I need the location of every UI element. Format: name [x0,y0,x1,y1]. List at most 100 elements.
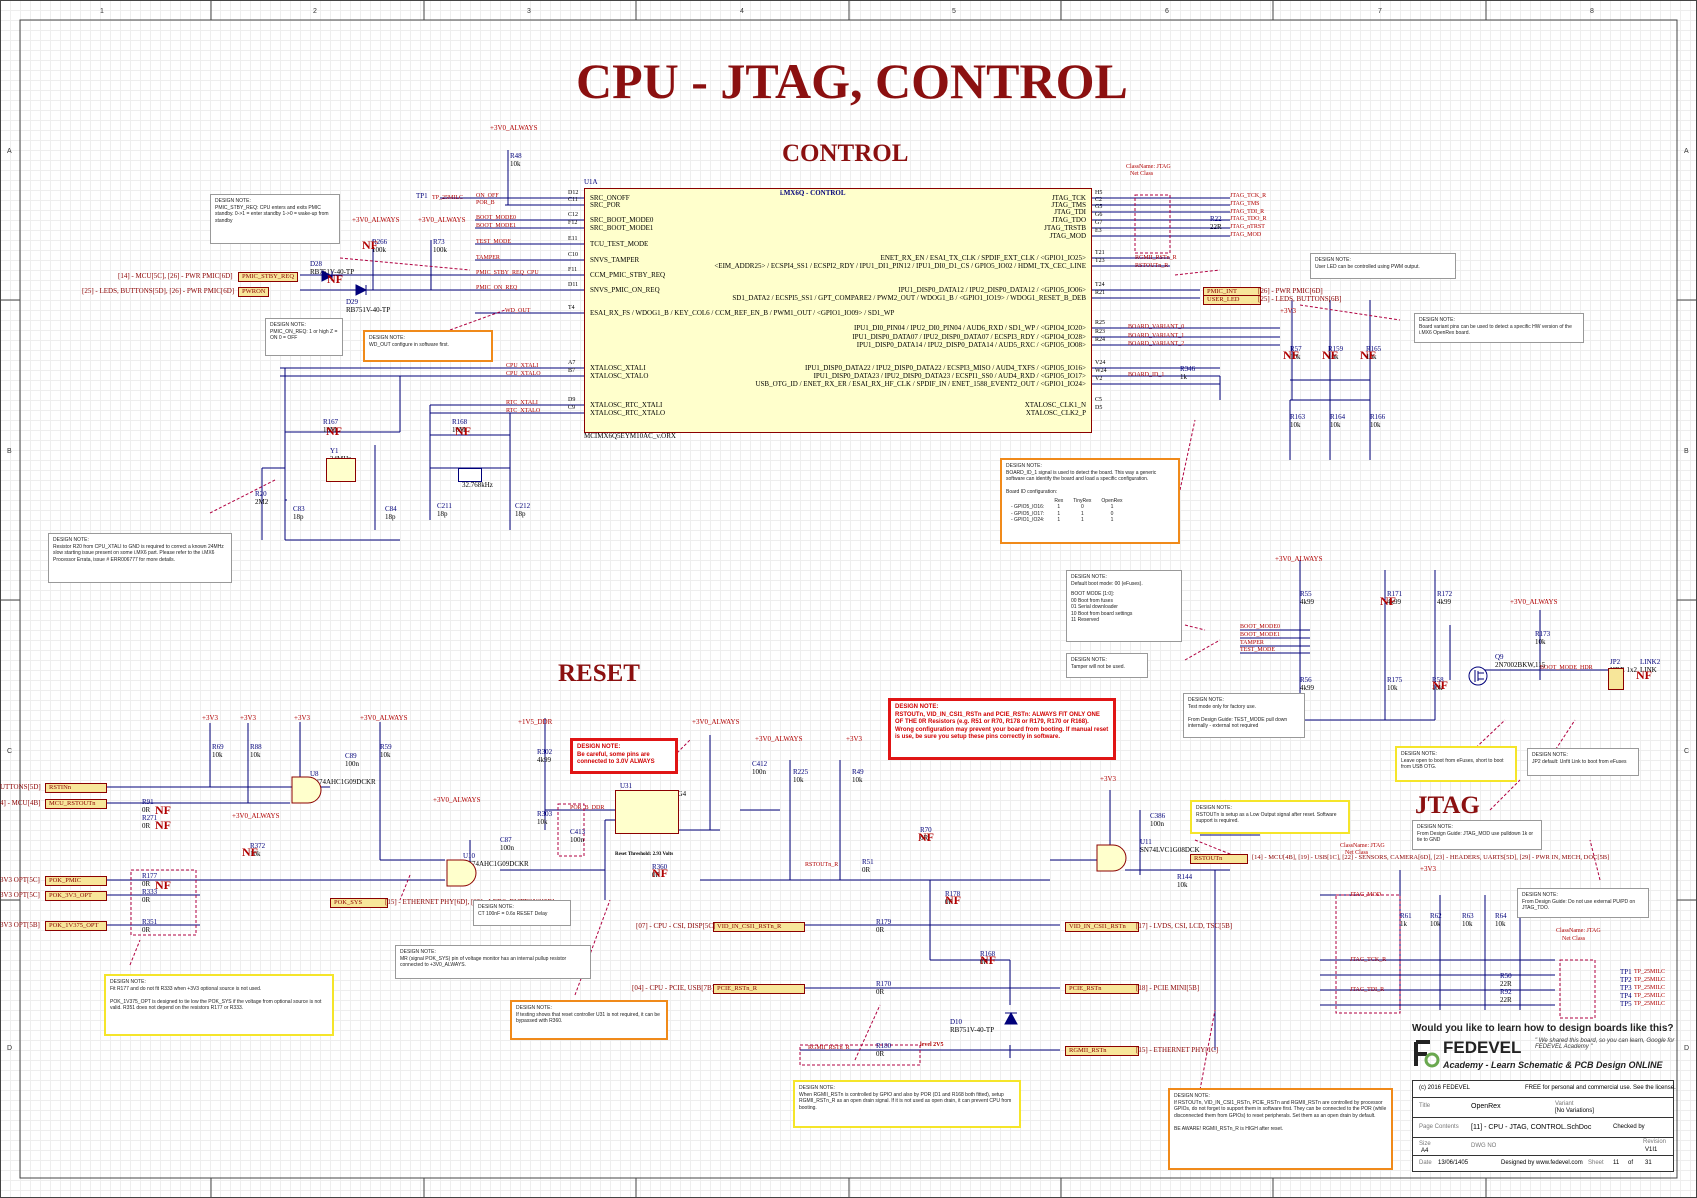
port-pmic-stby-req: PMIC_STBY_REQ [238,272,299,282]
comp-r64-value: 10k [1495,920,1506,928]
comp-c83-value: 18p [293,513,304,521]
crystal-y2 [458,468,482,482]
title-block: (c) 2016 FEDEVEL FREE for personal and c… [1412,1080,1676,1172]
section-control-title: CONTROL [782,140,909,167]
cpu-right-pin-num: G7 [1095,220,1103,226]
note-pok: DESIGN NOTE:Fit R177 and do not fit R333… [104,974,334,1036]
comp-r167-value: 10M [323,426,337,434]
cpu-left-pin-num: A7 [568,360,576,366]
cpu-right-pin-num: R23 [1095,329,1106,335]
comp-q9-ref: Q9 [1495,653,1504,661]
net-rstouth: RSTOUTn_R [1135,263,1169,269]
comp-c212-value: 18p [515,510,526,518]
comp-r172-ref: R172 [1437,590,1453,598]
comp-r178-ref: R178 [945,890,961,898]
cpu-right-pin-name: JTAG_TRSTB [1044,224,1086,232]
comp-c413-ref: C413 [570,828,586,836]
cpu-right-pin-num: D5 [1095,405,1103,411]
ruler-row-b: B [7,448,12,455]
comp-r225-ref: R225 [793,768,809,776]
cpu-right-pin-name: IPU1_DISP0_DATA07 / IPU2_DISP0_DATA07 / … [852,333,1086,341]
board-id-cell: - GPIO5_IO16: [1011,504,1045,510]
comp-r167-ref: R167 [323,418,339,426]
cpu-left-pin-name: TCU_TEST_MODE [590,240,649,248]
nf-marker: NF [1283,348,1299,362]
ruler-col-7: 7 [1378,8,1382,15]
comp-r73-value: 100k [433,246,447,254]
ref-pcie-src: [04] - CPU - PCIE, USB[7B] [632,984,715,992]
pwr-3v0-left: +3V0_ALWAYS [352,216,400,224]
boot-mode-line: 01 Serial downloader [1071,604,1118,610]
comp-r63-value: 10k [1462,920,1473,928]
promo-question: Would you like to learn how to design bo… [1412,1023,1674,1034]
port-pwron: PWRON [238,287,270,297]
cpu-right-pin-num: H5 [1095,190,1103,196]
comp-c412-value: 100n [752,768,766,776]
comp-q9-value: 2N7002BKW,115 [1495,661,1546,669]
diode-d29-icon [355,284,368,296]
pwr-3v3-u8: +3V3 [294,714,311,722]
comp-r50-ref: R50 [1500,972,1512,980]
nf-marker: NF [155,818,171,832]
tb-dwg-label: DWG NO [1471,1143,1497,1149]
net-por-b-ddr: POR_B_DDR [570,805,605,811]
ruler-col-1: 1 [100,8,104,15]
cpu-right-pin-name: IPU1_DISP0_DATA23 / IPU2_DISP0_DATA23 / … [813,372,1086,380]
pwr-3v0-u10: +3V0_ALWAYS [433,796,481,804]
port-pok-sys: POK_SYS [330,898,388,908]
comp-r70-ref: R70 [920,826,932,834]
board-id-cell: - GPIO5_IO17: [1011,510,1045,517]
comp-r170-ref: R170 [876,980,892,988]
net-wd-out: WD_OUT [505,308,531,314]
cpu-left-pin-num: C11 [568,197,578,203]
cpu-right-pin-num: G5 [1095,204,1103,210]
cpu-right-pin-num: R25 [1095,320,1106,326]
fedevel-logo-icon [1414,1040,1440,1068]
cpu-right-pin-name: XTALOSC_CLK1_N [1024,401,1086,409]
comp-r73-ref: R73 [433,238,445,246]
net-rstouth-b: RSTOUTn_R [805,862,839,868]
comp-link2-value: LINK [1640,666,1657,674]
tb-sheet-label: Sheet [1588,1160,1604,1166]
note-pins-3v0: DESIGN NOTE:Be careful, some pins are co… [570,738,678,774]
comp-d29-ref: D29 [346,298,359,306]
pwr-3v3-u11: +3V3 [1100,775,1117,783]
comp-r69-ref: R69 [212,743,224,751]
comp-r165-ref: R165 [1366,345,1382,353]
board-id-cell: 1 [1110,517,1114,523]
comp-r266-value: 100k [372,246,386,254]
class-name-jtag-3: ClassName: JTAG [1556,928,1601,934]
pwr-3v3-variant: +3V3 [1280,307,1297,315]
comp-c87-value: 100n [500,844,514,852]
comp-r50-value: 22R [1500,980,1512,988]
cpu-right-pin-name: XTALOSC_CLK2_P [1025,409,1086,417]
ruler-col-3: 3 [527,8,531,15]
note-tamper: DESIGN NOTE:Tamper will not be used. [1066,653,1148,678]
ruler-row-c-right: C [1684,748,1690,755]
tb-of: of [1628,1160,1634,1166]
comp-r164-ref: R164 [1330,413,1346,421]
ref-rstin: UTTONS[5D] [0,783,41,791]
jtag-tp-ref: TP3 [1620,984,1632,992]
net-jtag-tck-b: JTAG_TCK_R [1350,957,1387,963]
cpu-left-pin-num: E11 [568,236,578,242]
cpu-left-pin-name: XTALOSC_RTC_XTALI [590,401,663,409]
comp-r271-ref: R271 [142,814,158,822]
tb-revision: V1I1 [1645,1147,1658,1153]
pwr-3v3-r69: +3V3 [202,714,219,722]
comp-c87-ref: C87 [500,836,512,844]
cpu-title: i.MX6Q - CONTROL [780,189,846,197]
testpoint-net: TP_25MILC [432,195,464,201]
comp-r177-ref: R177 [142,872,158,880]
header-jp2[interactable] [1608,668,1624,690]
net-rtc-xtalo: RTC_XTALO [506,408,541,414]
port-pok-pmic: POK_PMIC [45,876,107,886]
comp-r333-ref: R333 [142,888,158,896]
cpu-left-pin-num: C12 [568,212,579,218]
comp-r61-value: 1k [1400,920,1407,928]
comp-r333-value: 0R [142,896,151,904]
note-test-mode: DESIGN NOTE:Test mode only for factory u… [1183,693,1305,738]
comp-c83-ref: C83 [293,505,305,513]
port-rstin: RSTINn [45,783,107,793]
